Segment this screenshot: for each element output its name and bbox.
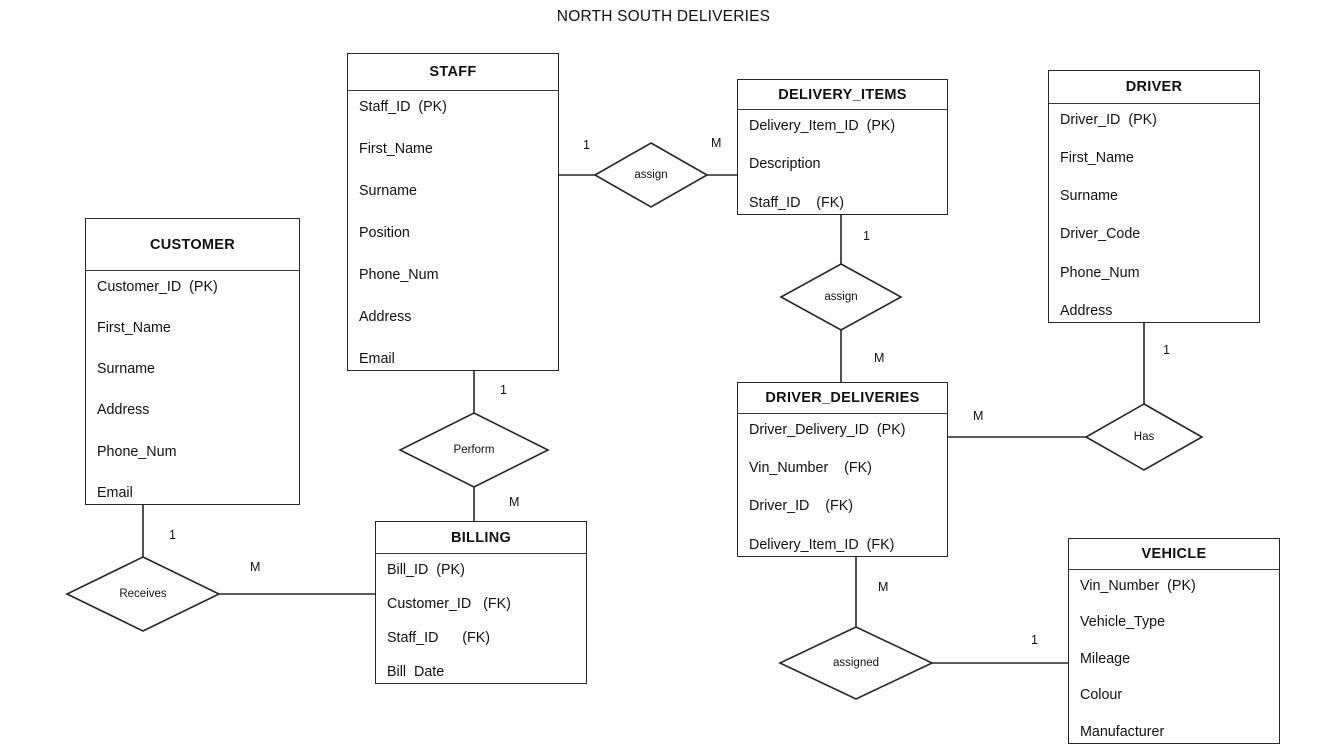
entity-title: DRIVER <box>1049 71 1259 104</box>
attribute-row: Delivery_Item_ID (PK) <box>749 118 896 134</box>
attribute-row: Phone_Num <box>359 266 439 283</box>
cardinality-assign-driver-deliveries: M <box>874 351 885 365</box>
attribute-row: Staff_ID (FK) <box>749 194 845 211</box>
attribute-row: Description <box>749 156 821 173</box>
attribute-row: Driver_Delivery_ID (PK) <box>749 422 906 438</box>
relationship-has-driver-driver-deliveries[interactable]: Has <box>1086 404 1202 470</box>
attribute-row: First_Name <box>359 140 433 157</box>
attribute-row: Customer_ID (FK) <box>387 595 511 612</box>
relationship-assigned-driver-del-vehicle[interactable]: assigned <box>780 627 932 699</box>
attribute-row: Delivery_Item_ID (FK) <box>749 536 895 553</box>
attribute-row: Email <box>97 484 133 501</box>
page-title: NORTH SOUTH DELIVERIES <box>556 8 771 25</box>
entity-title: STAFF <box>348 54 558 91</box>
cardinality-staff-assign: 1 <box>583 138 590 152</box>
relationship-receives-customer-billing[interactable]: Receives <box>67 557 219 631</box>
attribute-row: Vehicle_Type <box>1080 614 1166 631</box>
attribute-row: Position <box>359 224 410 241</box>
cardinality-driver-has: 1 <box>1163 343 1170 357</box>
attribute-row: Address <box>97 402 150 419</box>
relationship-assign-staff-delivery-items[interactable]: assign <box>595 143 707 207</box>
attribute-list: Bill_ID (PK) Customer_ID (FK) Staff_ID (FK… <box>376 554 586 685</box>
cardinality-driver-deliveries-has: M <box>973 409 984 423</box>
attribute-row: Surname <box>1060 188 1119 205</box>
relationship-label: Has <box>1133 431 1155 443</box>
attribute-row: Email <box>359 350 395 367</box>
attribute-row: Phone_Num <box>97 443 177 460</box>
cardinality-delivery-items-assign: 1 <box>863 229 870 243</box>
cardinality-assigned-vehicle: 1 <box>1031 633 1038 647</box>
relationship-label: assign <box>824 291 858 303</box>
entity-title: VEHICLE <box>1069 539 1279 570</box>
attribute-list: Driver_Delivery_ID (PK) Vin_Number (FK) Dr… <box>738 414 947 558</box>
attribute-row: Vin_Number (PK) <box>1080 578 1196 594</box>
attribute-row: Phone_Num <box>1060 264 1140 281</box>
attribute-row: Address <box>1060 302 1113 319</box>
attribute-row: Vin_Number (FK) <box>749 460 872 477</box>
attribute-row: First_Name <box>97 320 171 337</box>
attribute-row: Bill Date <box>387 663 445 680</box>
relationship-label: Perform <box>453 444 495 456</box>
cardinality-customer-receives: 1 <box>169 528 176 542</box>
attribute-row: Staff_ID (PK) <box>359 99 447 115</box>
cardinality-staff-perform: 1 <box>500 383 507 397</box>
attribute-row: Surname <box>97 361 156 378</box>
attribute-row: Driver_ID (PK) <box>1060 112 1157 128</box>
attribute-row: Driver_Code <box>1060 226 1141 243</box>
attribute-row: Mileage <box>1080 650 1131 667</box>
relationship-perform-staff-billing[interactable]: Perform <box>400 413 548 487</box>
relationship-label: Receives <box>119 588 167 600</box>
relationship-label: assigned <box>832 657 880 669</box>
cardinality-assign-delivery-items: M <box>711 136 722 150</box>
cardinality-receives-billing: M <box>250 560 261 574</box>
entity-title: BILLING <box>376 522 586 554</box>
relationship-assign-delivery-items-driver-del[interactable]: assign <box>781 264 901 330</box>
attribute-row: Driver_ID (FK) <box>749 498 854 515</box>
attribute-row: Bill_ID (PK) <box>387 562 465 578</box>
cardinality-perform-billing: M <box>509 495 520 509</box>
cardinality-driver-deliveries-assigned: M <box>878 580 889 594</box>
entity-delivery-items[interactable]: DELIVERY_ITEMS Delivery_Item_ID (PK) Descr… <box>737 79 948 215</box>
entity-billing[interactable]: BILLING Bill_ID (PK) Customer_ID (FK) Staff… <box>375 521 587 684</box>
attribute-row: Manufacturer <box>1080 723 1165 740</box>
attribute-row: First_Name <box>1060 150 1134 167</box>
attribute-row: Staff_ID (FK) <box>387 629 491 646</box>
entity-title: DELIVERY_ITEMS <box>738 80 947 110</box>
relationship-label: assign <box>634 169 668 181</box>
attribute-row: Surname <box>359 182 418 199</box>
entity-title: CUSTOMER <box>86 219 299 271</box>
entity-title: DRIVER_DELIVERIES <box>738 383 947 414</box>
attribute-row: Address <box>359 308 412 325</box>
attribute-row: Colour <box>1080 687 1123 704</box>
attribute-row: Customer_ID (PK) <box>97 279 218 295</box>
